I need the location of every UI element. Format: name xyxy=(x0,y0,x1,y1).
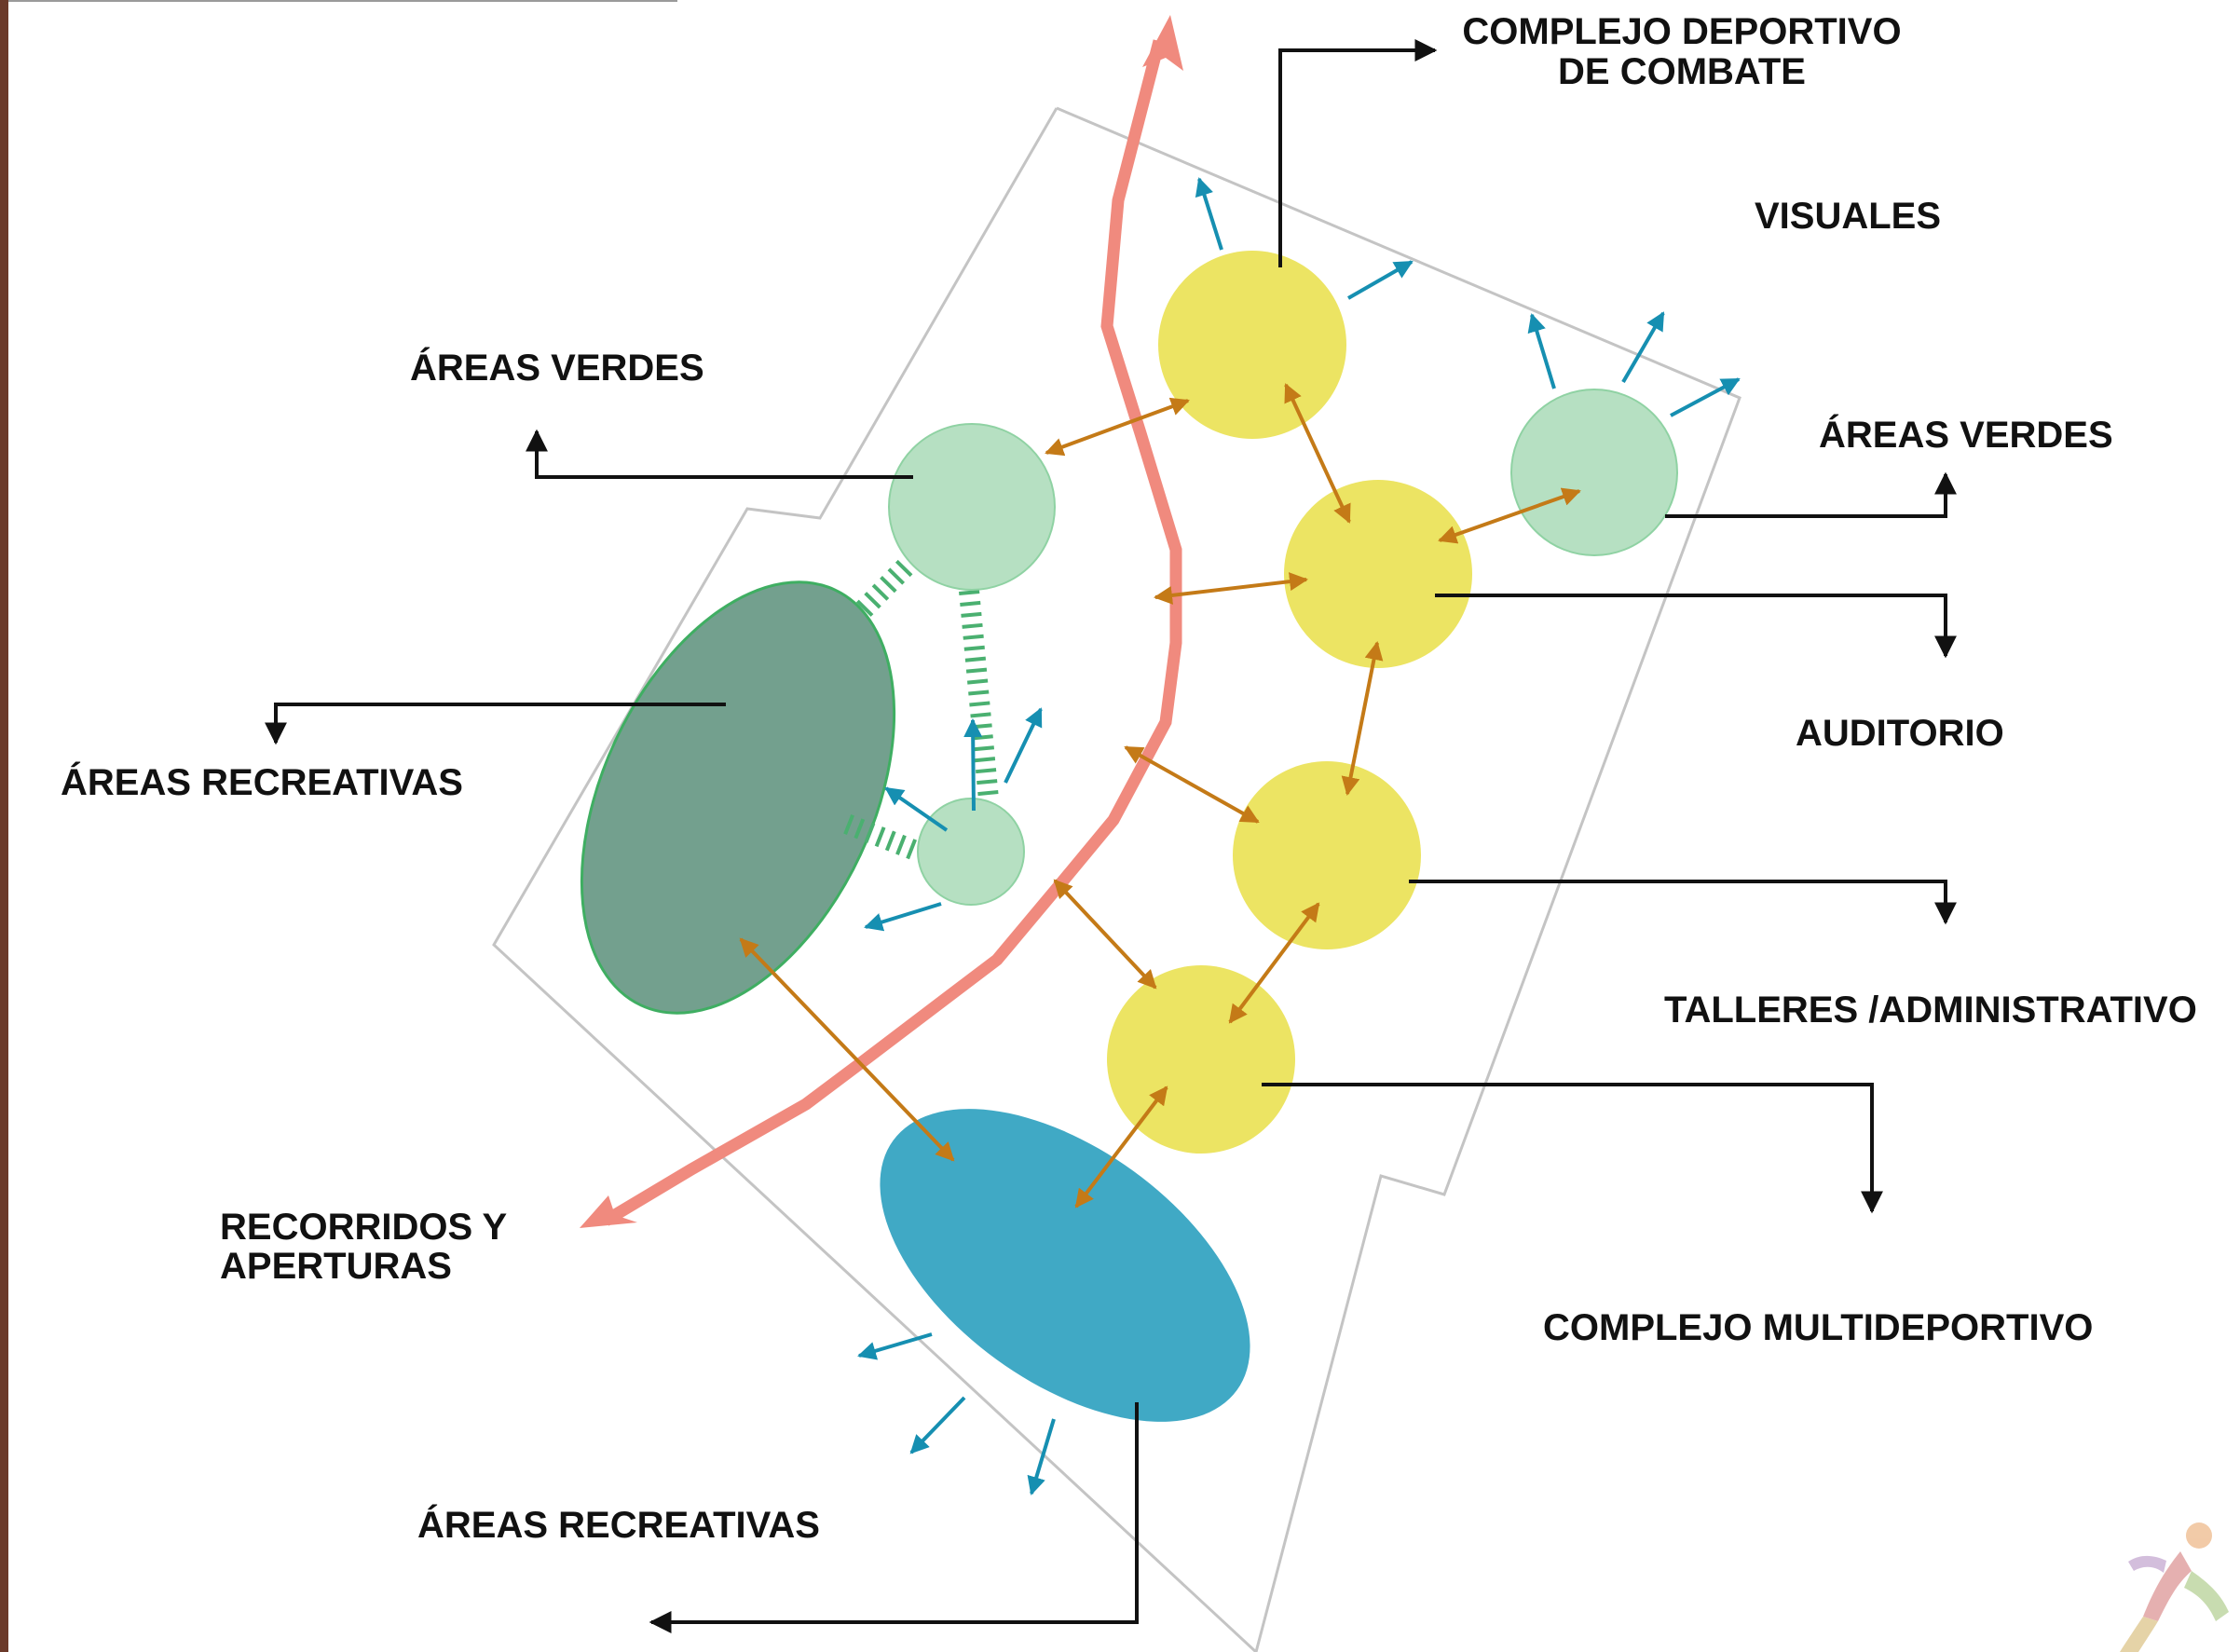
runner-watermark-logo xyxy=(2120,1522,2229,1652)
green-dashed-links xyxy=(840,552,999,860)
label-green-areas-left: ÁREAS VERDES xyxy=(410,347,704,389)
green-area-circle-small xyxy=(917,798,1025,906)
building-combat-complex-circle xyxy=(1158,251,1346,439)
site-outline xyxy=(492,106,1741,1652)
connection-arrows xyxy=(739,383,1581,1208)
top-rule-line xyxy=(8,0,677,2)
label-recreation-areas-bottom: ÁREAS RECREATIVAS xyxy=(417,1504,820,1546)
green-area-circle-right xyxy=(1510,389,1678,556)
label-auditorium: AUDITORIO xyxy=(1796,713,2004,754)
multisport-complex-ellipse xyxy=(880,1109,1250,1422)
label-recreation-areas-left: ÁREAS RECREATIVAS xyxy=(61,761,463,803)
label-workshops-admin: TALLERES /ADMINISTRATIVO xyxy=(1664,990,2197,1031)
label-paths-openings-line1: RECORRIDOS Y xyxy=(220,1207,508,1248)
left-edge-bar xyxy=(0,0,8,1652)
label-combat-complex-line1: COMPLEJO DEPORTIVO xyxy=(1462,11,1901,52)
recreation-area-dark-ellipse xyxy=(580,580,896,1015)
main-path-line xyxy=(602,39,1182,1226)
label-visuales: VISUALES xyxy=(1755,196,1941,237)
label-paths-openings-line2: APERTURAS xyxy=(220,1246,452,1287)
building-auditorium-circle xyxy=(1284,480,1472,668)
label-multisport-complex: COMPLEJO MULTIDEPORTIVO xyxy=(1543,1307,2093,1348)
building-lower-circle xyxy=(1107,965,1295,1154)
leader-lines xyxy=(265,39,1957,1633)
main-path-arrowhead-top xyxy=(1142,15,1183,71)
main-path-arrowhead-bottom xyxy=(580,1195,637,1228)
label-green-areas-right: ÁREAS VERDES xyxy=(1819,414,2113,456)
building-workshops-circle xyxy=(1233,761,1421,949)
visual-arrows xyxy=(857,177,1741,1495)
label-combat-complex-line2: DE COMBATE xyxy=(1558,51,1806,92)
green-area-circle-left xyxy=(888,423,1056,591)
